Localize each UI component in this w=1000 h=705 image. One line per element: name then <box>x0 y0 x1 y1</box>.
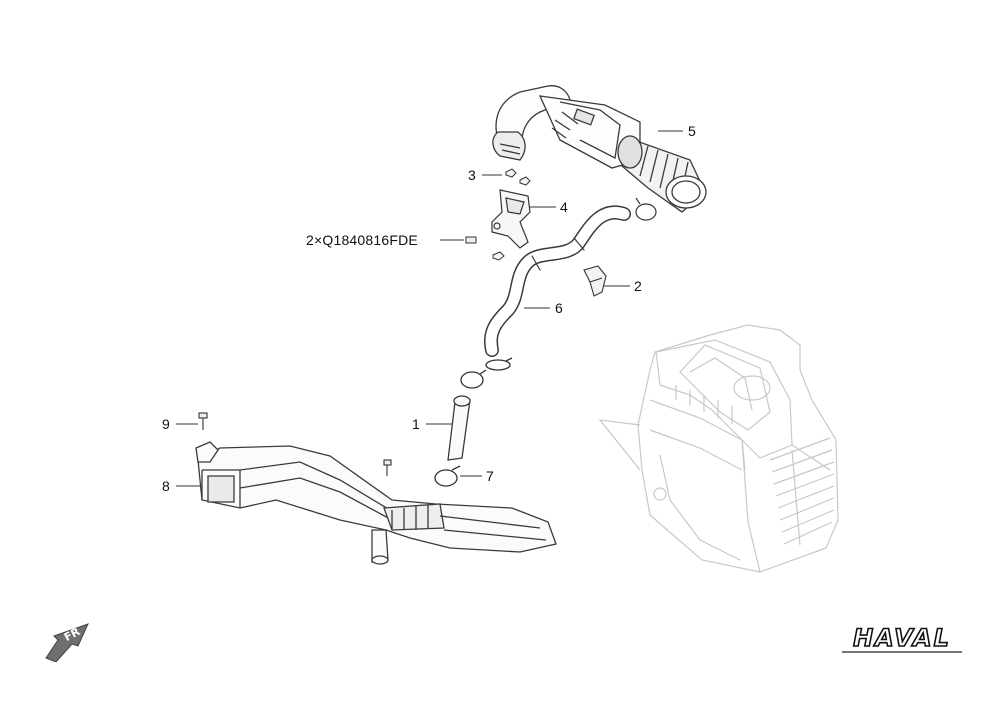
hose-clamps-mid <box>460 357 513 389</box>
air-cleaner-housing <box>598 324 839 573</box>
callout-3: 3 <box>468 167 476 183</box>
part-3-clips <box>492 168 531 261</box>
callout-9: 9 <box>162 416 170 432</box>
callout-1: 1 <box>412 416 420 432</box>
screw-secondary <box>383 459 392 476</box>
callout-8: 8 <box>162 478 170 494</box>
part-8-inlet-duct <box>195 441 557 565</box>
part-9-screw <box>198 412 208 430</box>
ref-bolt <box>440 236 477 244</box>
part-2-clip <box>583 265 607 297</box>
part-6-hose <box>484 205 631 357</box>
brand-logo: HAVAL <box>842 623 962 653</box>
part-5-intake-pipe <box>492 85 707 213</box>
callout-4: 4 <box>560 199 568 215</box>
callout-5: 5 <box>688 123 696 139</box>
part-4-bracket <box>491 189 531 249</box>
part-7-clamp <box>434 465 461 487</box>
callout-2: 2 <box>634 278 642 294</box>
svg-text:HAVAL: HAVAL <box>853 624 951 652</box>
callout-7: 7 <box>486 468 494 484</box>
part-1-tube <box>447 395 471 461</box>
callout-6: 6 <box>555 300 563 316</box>
callout-ref-bolt: 2×Q1840816FDE <box>306 232 418 248</box>
hose-clamp-top <box>635 197 657 221</box>
front-direction-arrow-icon <box>45 623 89 662</box>
